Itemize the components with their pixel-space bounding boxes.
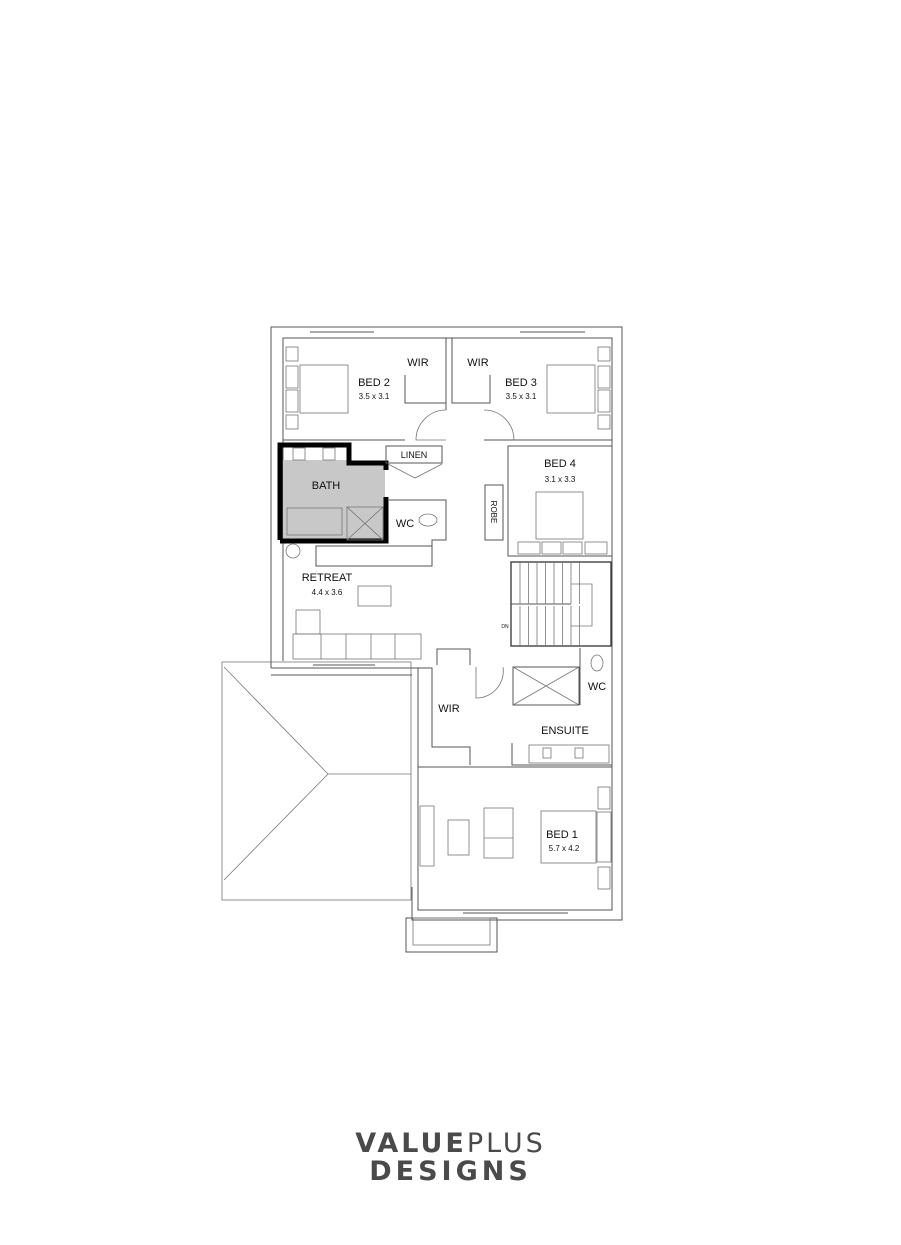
bed1-furniture [419, 786, 612, 890]
stairs-label: DN [501, 624, 509, 630]
room-label-bath: BATH [312, 480, 341, 492]
room-label-ensuite: ENSUITE [541, 725, 589, 737]
upper-bedrooms [283, 338, 612, 441]
room-label-bed1: BED 1 [546, 829, 578, 841]
room-label-wc-ensuite: WC [588, 681, 606, 693]
bath-area [277, 442, 389, 544]
linen-wc [285, 445, 447, 567]
outer-walls [270, 326, 623, 953]
balcony [405, 917, 498, 953]
room-label-linen: LINEN [401, 450, 428, 460]
room-label-wir-bed2: WIR [407, 357, 428, 369]
brand-logo-line2: DESIGNS [369, 1156, 532, 1187]
room-size-bed4: 3.1 x 3.3 [545, 475, 576, 484]
room-label-wc: WC [396, 518, 414, 530]
room-label-bed4: BED 4 [544, 458, 576, 470]
room-label-wir-bed3: WIR [467, 357, 488, 369]
roof [221, 661, 412, 901]
room-label-bed2: BED 2 [358, 377, 390, 389]
logo-part2: PLUS [466, 1128, 546, 1159]
room-size-bed1: 5.7 x 4.2 [549, 844, 580, 853]
stairs [510, 561, 612, 647]
room-label-bed3: BED 3 [505, 377, 537, 389]
room-label-retreat: RETREAT [302, 572, 353, 584]
room-label-robe: ROBE [489, 501, 498, 524]
room-size-retreat: 4.4 x 3.6 [312, 588, 343, 597]
retreat-area [292, 585, 422, 660]
logo-part1: VALUE [355, 1128, 467, 1159]
room-label-wir-bed1: WIR [438, 703, 459, 715]
brand-logo: VALUEPLUS [0, 1128, 901, 1159]
room-size-bed2: 3.5 x 3.1 [359, 392, 390, 401]
room-size-bed3: 3.5 x 3.1 [506, 392, 537, 401]
bed4-area [484, 445, 612, 557]
master-suite [418, 648, 612, 768]
